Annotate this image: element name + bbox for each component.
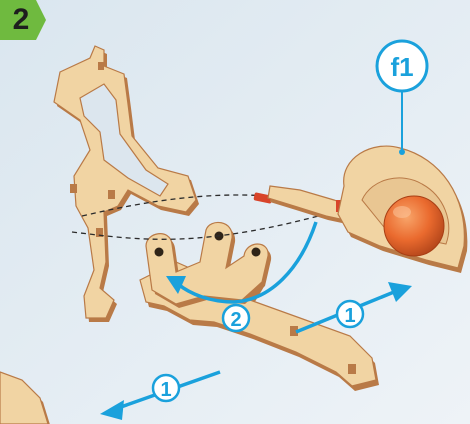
step-number: 2 <box>6 1 36 39</box>
part-label: f1 <box>390 52 413 82</box>
arrow-1-right-number: 1 <box>344 305 355 327</box>
arrow-1-left-number: 1 <box>160 379 171 401</box>
arrow-2-number: 2 <box>230 309 241 331</box>
part-callout: f1 <box>377 41 427 91</box>
pivot-hole <box>155 248 164 257</box>
orange-ball <box>384 196 444 256</box>
step-badge: 2 <box>0 0 46 40</box>
